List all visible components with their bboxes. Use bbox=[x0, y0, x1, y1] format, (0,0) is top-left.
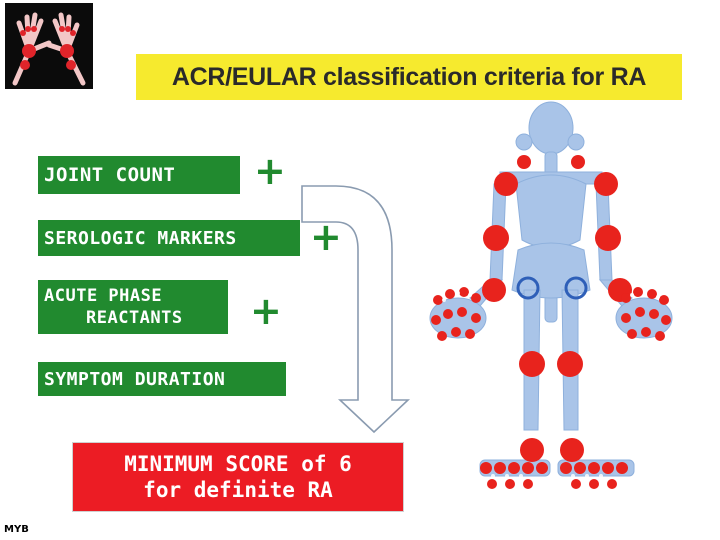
criterion-acute-phase-reactants: ACUTE PHASE REACTANTS bbox=[38, 280, 228, 334]
minimum-score-line2: for definite RA bbox=[143, 478, 333, 502]
skeleton-joint-diagram bbox=[429, 101, 673, 489]
plus-icon: + bbox=[254, 149, 286, 193]
plus-icon: + bbox=[310, 215, 342, 259]
author-mark: MYB bbox=[4, 524, 29, 535]
criterion-acute-line2: REACTANTS bbox=[86, 308, 183, 328]
page-title: ACR/EULAR classification criteria for RA bbox=[171, 62, 647, 91]
criterion-joint-count: JOINT COUNT bbox=[38, 156, 240, 194]
minimum-score-line1: MINIMUM SCORE of 6 bbox=[124, 452, 352, 476]
hands-xray-image bbox=[5, 3, 93, 89]
criterion-symptom-duration: SYMPTOM DURATION bbox=[38, 362, 286, 396]
criterion-acute-line1: ACUTE PHASE bbox=[44, 286, 163, 306]
title-banner: ACR/EULAR classification criteria for RA bbox=[136, 54, 682, 100]
criterion-serologic-markers: SEROLOGIC MARKERS bbox=[38, 220, 300, 256]
minimum-score-banner: MINIMUM SCORE of 6 for definite RA bbox=[72, 442, 404, 512]
plus-icon: + bbox=[250, 289, 282, 333]
down-arrow-icon bbox=[301, 185, 411, 434]
